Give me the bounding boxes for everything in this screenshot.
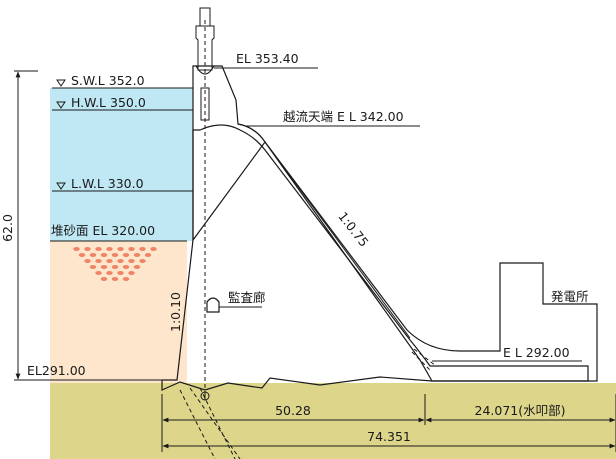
sediment-dot [117, 247, 124, 251]
upstream-slope-label: 1:0.10 [168, 292, 183, 332]
foundation-elevation-label: EL291.00 [27, 363, 86, 378]
sediment-dot [89, 265, 97, 269]
sediment-dot [95, 271, 102, 275]
sediment-dot [89, 253, 97, 257]
sediment-dot [128, 271, 135, 275]
hwl-label: H.W.L 350.0 [71, 95, 146, 110]
sediment-surface-label: 堆砂面 EL 320.00 [51, 223, 155, 238]
sediment-dot [139, 259, 146, 263]
sediment-dot [133, 253, 141, 257]
sediment-dot [78, 253, 86, 257]
water-level-marker-icon [56, 79, 66, 190]
sediment-dot [128, 247, 135, 251]
sediment-dot [122, 253, 130, 257]
inspection-gallery-icon [206, 297, 220, 313]
sediment-dot [106, 247, 113, 251]
sediment-dot [73, 247, 80, 251]
sediment-dot [111, 253, 119, 257]
sediment-dots [73, 247, 157, 281]
sediment-dot [84, 247, 91, 251]
downstream-slope-label: 1:0.75 [335, 209, 371, 250]
tailwater-elevation-label: E L 292.00 [503, 345, 570, 360]
lwl-label: L.W.L 330.0 [71, 176, 144, 191]
reservoir-water [50, 88, 193, 241]
sediment-dot [122, 265, 130, 269]
spillway-crest-label: 越流天端 E L 342.00 [283, 109, 404, 124]
powerhouse-label: 発電所 [551, 289, 589, 304]
spillway-inner-line [237, 123, 411, 339]
sediment-dot [95, 247, 102, 251]
apron-dashed-line [413, 348, 588, 367]
sediment-dot [117, 271, 124, 275]
base-total-dimension: 74.351 [367, 429, 411, 444]
sediment-dot [111, 277, 119, 281]
sediment-dot [106, 259, 113, 263]
sediment-dot [128, 259, 135, 263]
circle-marker-icon [200, 391, 210, 401]
sediment-deposit [50, 241, 187, 383]
sediment-dot [100, 277, 108, 281]
sediment-dot [106, 271, 113, 275]
swl-label: S.W.L 352.0 [71, 73, 145, 88]
foundation-ground [50, 383, 616, 459]
sediment-dot [139, 247, 146, 251]
sediment-dot [95, 259, 102, 263]
sediment-dot [144, 253, 152, 257]
sediment-dot [100, 253, 108, 257]
dam-concrete-body [161, 124, 589, 391]
sediment-dot [122, 277, 130, 281]
sediment-dot [100, 265, 108, 269]
inspection-gallery-label: 監査廊 [228, 290, 266, 305]
height-dimension-label: 62.0 [0, 214, 15, 242]
intake-tower [195, 7, 215, 121]
sediment-dot [111, 265, 119, 269]
sediment-dot [84, 259, 91, 263]
sediment-dot [150, 247, 157, 251]
sediment-dot [117, 259, 124, 263]
base-upstream-dimension: 50.28 [275, 403, 311, 418]
base-apron-dimension: 24.071(水叩部) [475, 403, 566, 418]
sediment-dot [133, 265, 141, 269]
crest-elevation-label: EL 353.40 [236, 51, 299, 66]
apron-dashed-line-lower [411, 351, 431, 371]
